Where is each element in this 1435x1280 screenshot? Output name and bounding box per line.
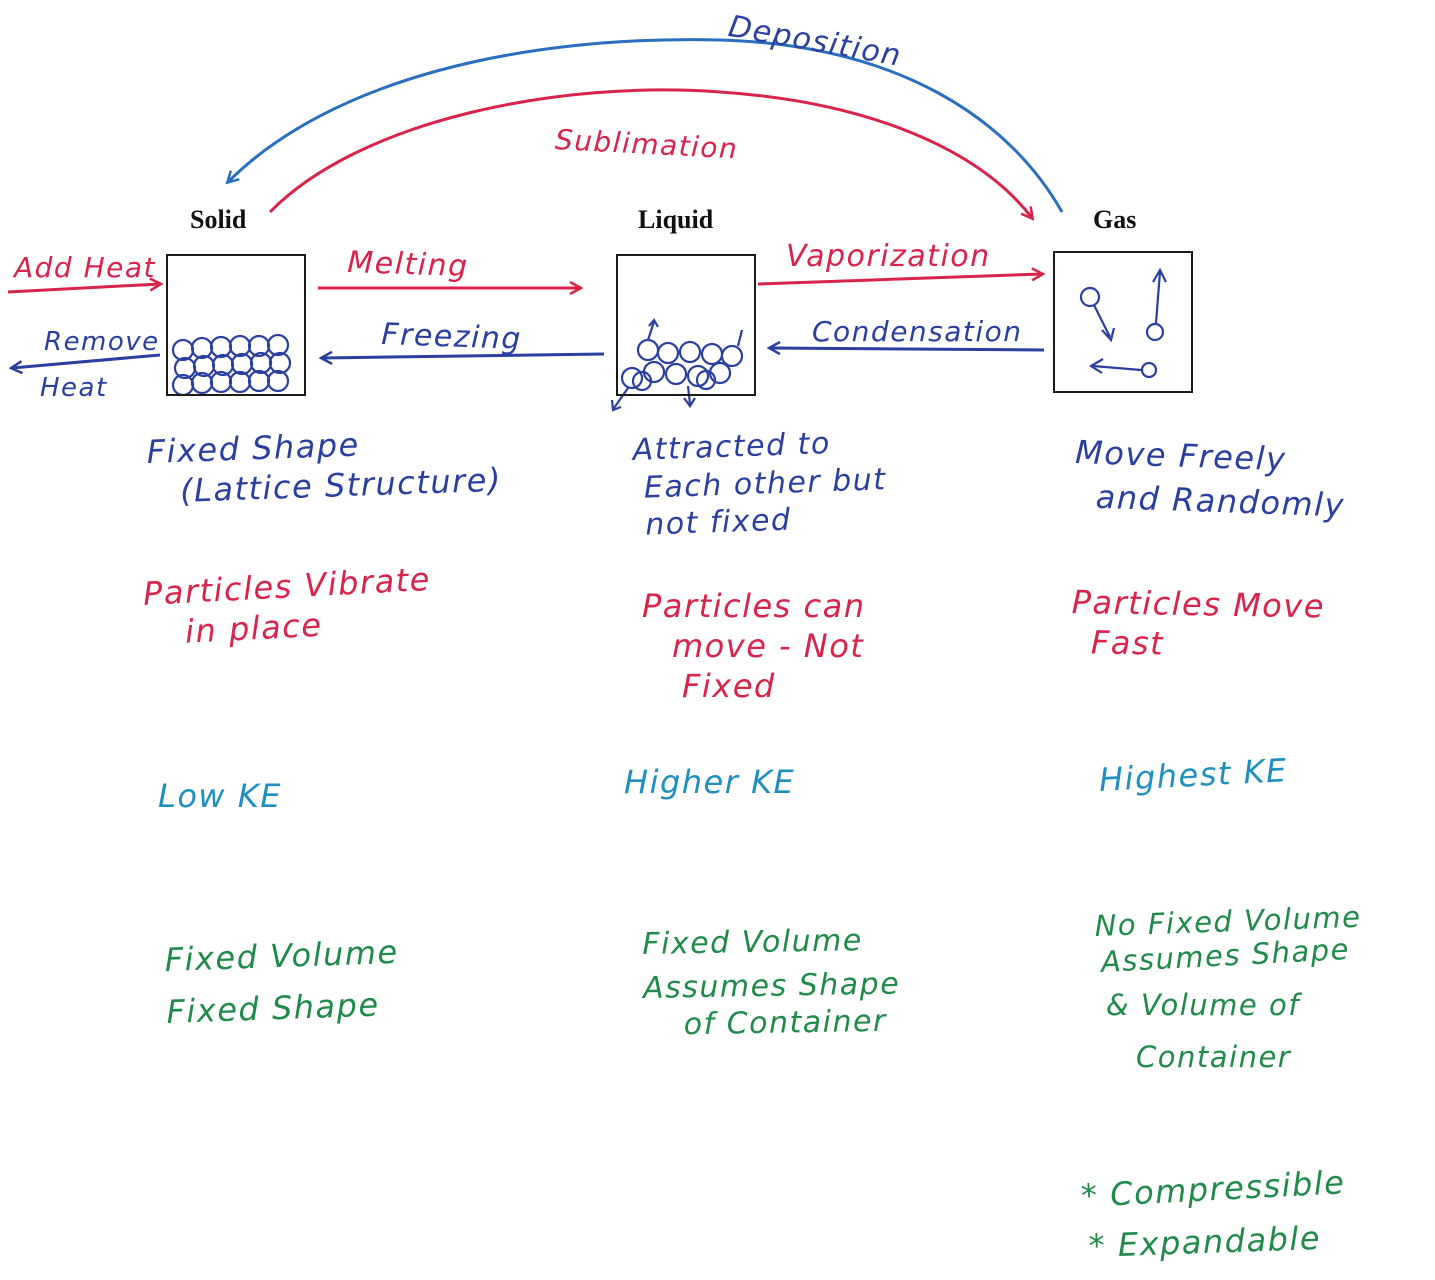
gas-box <box>1053 251 1193 393</box>
gas-particles <box>1079 267 1167 379</box>
remove-heat-label-line2: Heat <box>40 373 108 403</box>
gas-volume-line4: Container <box>1136 1039 1292 1074</box>
freezing-arrow <box>322 354 605 358</box>
add-heat-arrow <box>7 284 160 294</box>
liquid-motion-line1: Particles can <box>642 587 866 625</box>
liquid-particles <box>610 318 744 412</box>
solid-motion-note: Particles Vibrate in place <box>142 559 434 654</box>
liquid-motion-note: Particles can move - Not Fixed <box>642 586 866 706</box>
freezing-label: Freezing <box>380 316 523 357</box>
condensation-arrow <box>770 348 1045 350</box>
liquid-volume-line3: of Container <box>683 1003 888 1043</box>
solid-volume-line1: Fixed Volume <box>164 932 400 979</box>
vaporization-label: Vaporization <box>786 239 991 274</box>
liquid-volume-line2: Assumes Shape <box>642 966 901 1006</box>
gas-volume-note: No Fixed Volume Assumes Shape & Volume o… <box>1094 900 1362 1075</box>
vaporization-arrow <box>757 274 1042 286</box>
gas-title: Gas <box>1093 205 1137 234</box>
gas-expandable-note: * Expandable <box>1088 1218 1322 1265</box>
melting-label: Melting <box>346 244 470 285</box>
gas-motion-note: Particles Move Fast <box>1071 582 1326 666</box>
liquid-motion-line2: move - Not <box>672 627 865 665</box>
gas-motion-line1: Particles Move <box>1071 582 1326 626</box>
remove-heat-arrow <box>12 353 161 368</box>
liquid-volume-line1: Fixed Volume <box>642 923 864 962</box>
solid-volume-line2: Fixed Shape <box>165 985 381 1031</box>
gas-volume-line3: & Volume of <box>1106 987 1300 1022</box>
add-heat-label: Add Heat <box>14 251 157 284</box>
liquid-volume-note: Fixed Volume Assumes Shape of Container <box>642 922 901 1045</box>
liquid-motion-line3: Fixed <box>682 667 776 705</box>
gas-shape-note: Move Freely and Randomly <box>1073 432 1347 525</box>
liquid-energy-note: Higher KE <box>624 763 796 801</box>
solid-energy-note: Low KE <box>158 777 282 815</box>
solid-shape-note: Fixed Shape (Lattice Structure) <box>146 420 502 512</box>
solid-box <box>166 254 306 396</box>
gas-shape-line1: Move Freely <box>1074 432 1288 479</box>
gas-motion-line2: Fast <box>1090 623 1165 663</box>
solid-particles <box>171 333 292 397</box>
remove-heat-label-line1: Remove <box>44 327 160 357</box>
sublimation-arrow <box>268 88 1032 218</box>
deposition-arrow <box>228 38 1064 213</box>
condensation-label: Condensation <box>812 315 1023 348</box>
liquid-title: Liquid <box>638 205 714 234</box>
liquid-shape-note: Attracted to Each other but not fixed <box>632 423 888 544</box>
solid-title: Solid <box>190 205 247 234</box>
liquid-box <box>616 254 756 396</box>
solid-volume-note: Fixed Volume Fixed Shape <box>164 932 401 1032</box>
